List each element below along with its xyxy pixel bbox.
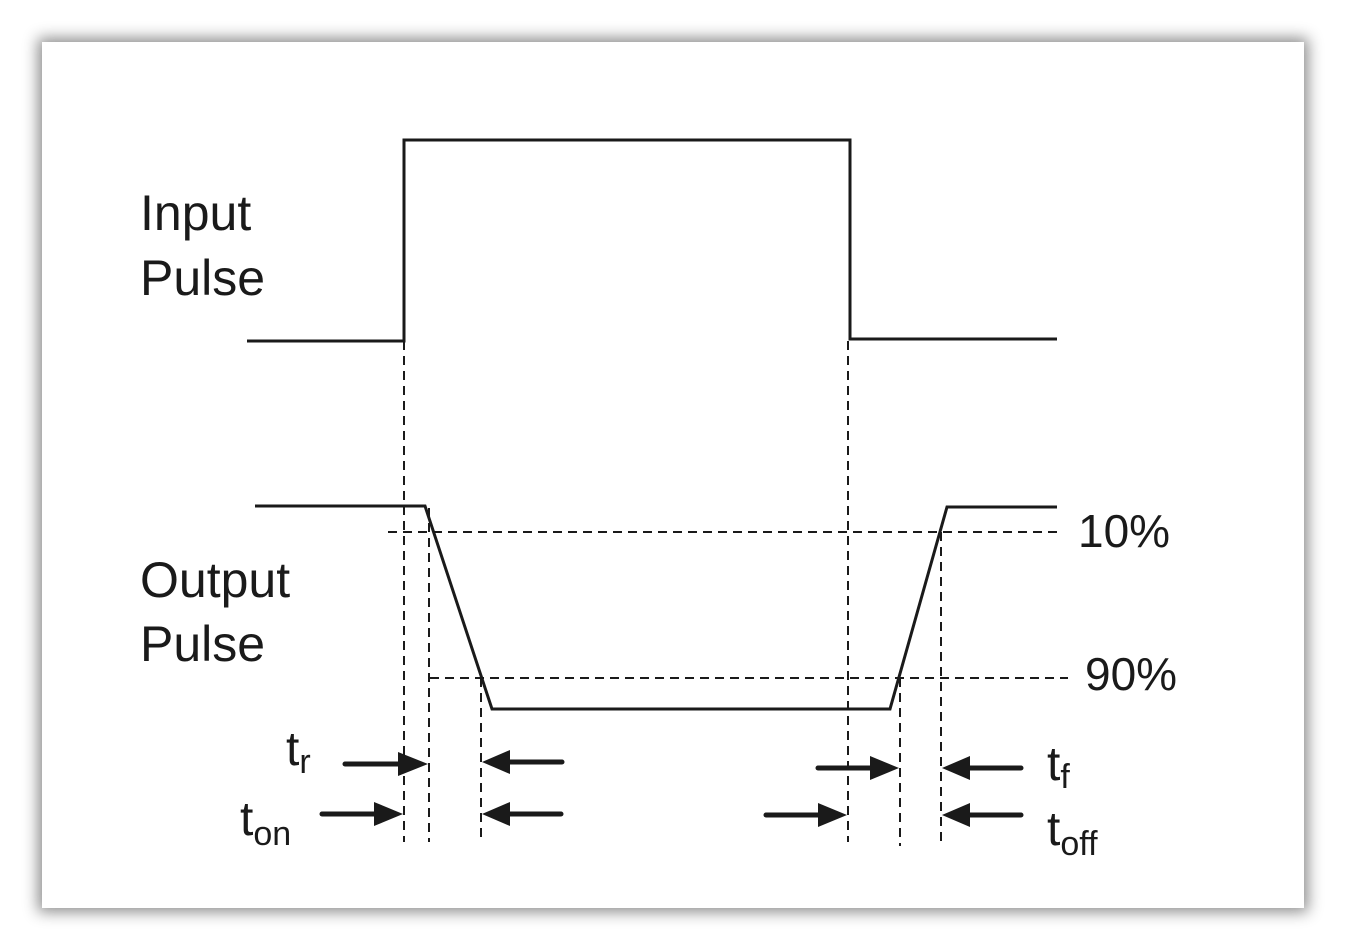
ton-arrows: [319, 802, 564, 826]
tf-label: tf: [1047, 738, 1070, 796]
input-label-line2: Pulse: [140, 250, 265, 306]
tf-arrows: [815, 756, 1024, 780]
ten-percent-label: 10%: [1078, 505, 1170, 557]
toff-arrows: [763, 803, 1024, 827]
diagram-card: [42, 42, 1304, 908]
ton-label: ton: [240, 793, 291, 853]
output-label-line1: Output: [140, 552, 290, 608]
output-pulse-waveform: [255, 504, 1057, 711]
tr-label: tr: [286, 723, 311, 781]
ninety-percent-label: 90%: [1085, 648, 1177, 700]
output-label-line2: Pulse: [140, 616, 265, 672]
tr-arrows: [342, 750, 565, 776]
toff-label: toff: [1047, 803, 1098, 863]
input-pulse-waveform: [247, 138, 1057, 343]
input-label-line1: Input: [140, 185, 251, 241]
